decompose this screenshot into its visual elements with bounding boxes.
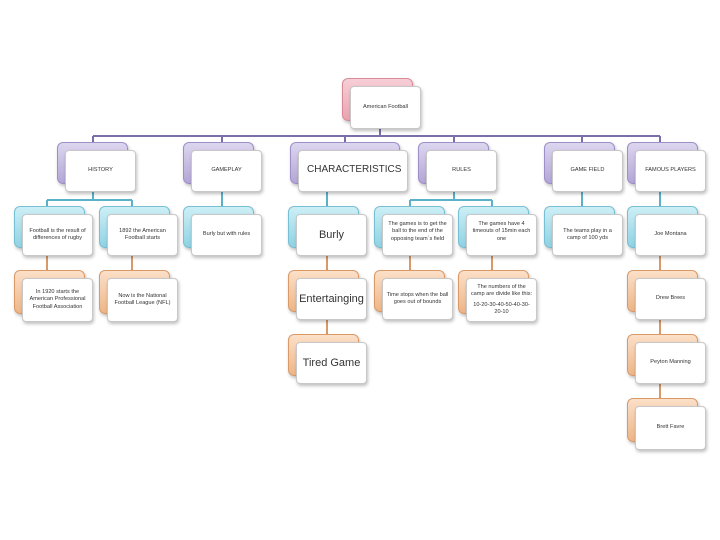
gameplay-node-burly-rules: Burly but with rules bbox=[183, 206, 262, 256]
node-label: Burly bbox=[296, 214, 367, 256]
category-characteristics: CHARACTERISTICS bbox=[290, 142, 408, 192]
node-label: Burly but with rules bbox=[191, 214, 262, 256]
player-node-drew-brees: Drew Brees bbox=[627, 270, 706, 320]
category-label: CHARACTERISTICS bbox=[298, 150, 408, 192]
history-node-rugby: Football is the result of differences of… bbox=[14, 206, 93, 256]
characteristics-node-burly: Burly bbox=[288, 206, 367, 256]
root-node-american-football: American Football bbox=[342, 78, 421, 129]
category-label: HISTORY bbox=[65, 150, 136, 192]
node-label: The games is to get the ball to the end … bbox=[382, 214, 453, 256]
category-rules: RULES bbox=[418, 142, 497, 192]
node-label: The numbers of the camp are divide like … bbox=[470, 283, 533, 298]
node-label: Drew Brees bbox=[635, 278, 706, 320]
node-label: Time stops when the ball goes out of bou… bbox=[382, 278, 453, 320]
node-label: 1892 the American Football starts bbox=[107, 214, 178, 256]
player-node-joe-montana: Joe Montana bbox=[627, 206, 706, 256]
category-history: HISTORY bbox=[57, 142, 136, 192]
category-gameplay: GAMEPLAY bbox=[183, 142, 262, 192]
root-label: American Football bbox=[350, 86, 421, 129]
category-famous-players: FAMOUS PLAYERS bbox=[627, 142, 706, 192]
characteristics-node-tired-game: Tired Game bbox=[288, 334, 367, 384]
characteristics-node-entertaining: Entertainging bbox=[288, 270, 367, 320]
category-label: RULES bbox=[426, 150, 497, 192]
rules-node-time-stops: Time stops when the ball goes out of bou… bbox=[374, 270, 453, 320]
category-label: FAMOUS PLAYERS bbox=[635, 150, 706, 192]
category-label: GAME FIELD bbox=[552, 150, 623, 192]
rules-node-goal: The games is to get the ball to the end … bbox=[374, 206, 453, 256]
rules-node-timeouts: The games have 4 timeouts of 15min each … bbox=[458, 206, 537, 256]
player-node-peyton-manning: Peyton Manning bbox=[627, 334, 706, 384]
rules-node-field-numbers: The numbers of the camp are divide like … bbox=[458, 270, 537, 322]
node-label: Football is the result of differences of… bbox=[22, 214, 93, 256]
node-label: The teams play in a camp of 100 yds bbox=[552, 214, 623, 256]
game-field-node-100yds: The teams play in a camp of 100 yds bbox=[544, 206, 623, 256]
node-label-numbers: 10-20-30-40-50-40-30-20-10 bbox=[473, 301, 530, 315]
node-label: Peyton Manning bbox=[635, 342, 706, 384]
node-label: Brett Favre bbox=[635, 406, 706, 450]
node-label: Joe Montana bbox=[635, 214, 706, 256]
node-text-group: The numbers of the camp are divide like … bbox=[466, 278, 537, 322]
node-label: Entertainging bbox=[296, 278, 367, 320]
history-node-1892: 1892 the American Football starts bbox=[99, 206, 178, 256]
category-label: GAMEPLAY bbox=[191, 150, 262, 192]
node-label: In 1920 starts the American Professional… bbox=[22, 278, 93, 322]
node-label: Now is the National Football League (NFL… bbox=[107, 278, 178, 322]
node-label: The games have 4 timeouts of 15min each … bbox=[466, 214, 537, 256]
node-label: Tired Game bbox=[296, 342, 367, 384]
history-node-1920: In 1920 starts the American Professional… bbox=[14, 270, 93, 322]
player-node-brett-favre: Brett Favre bbox=[627, 398, 706, 450]
history-node-nfl: Now is the National Football League (NFL… bbox=[99, 270, 178, 322]
category-game-field: GAME FIELD bbox=[544, 142, 623, 192]
